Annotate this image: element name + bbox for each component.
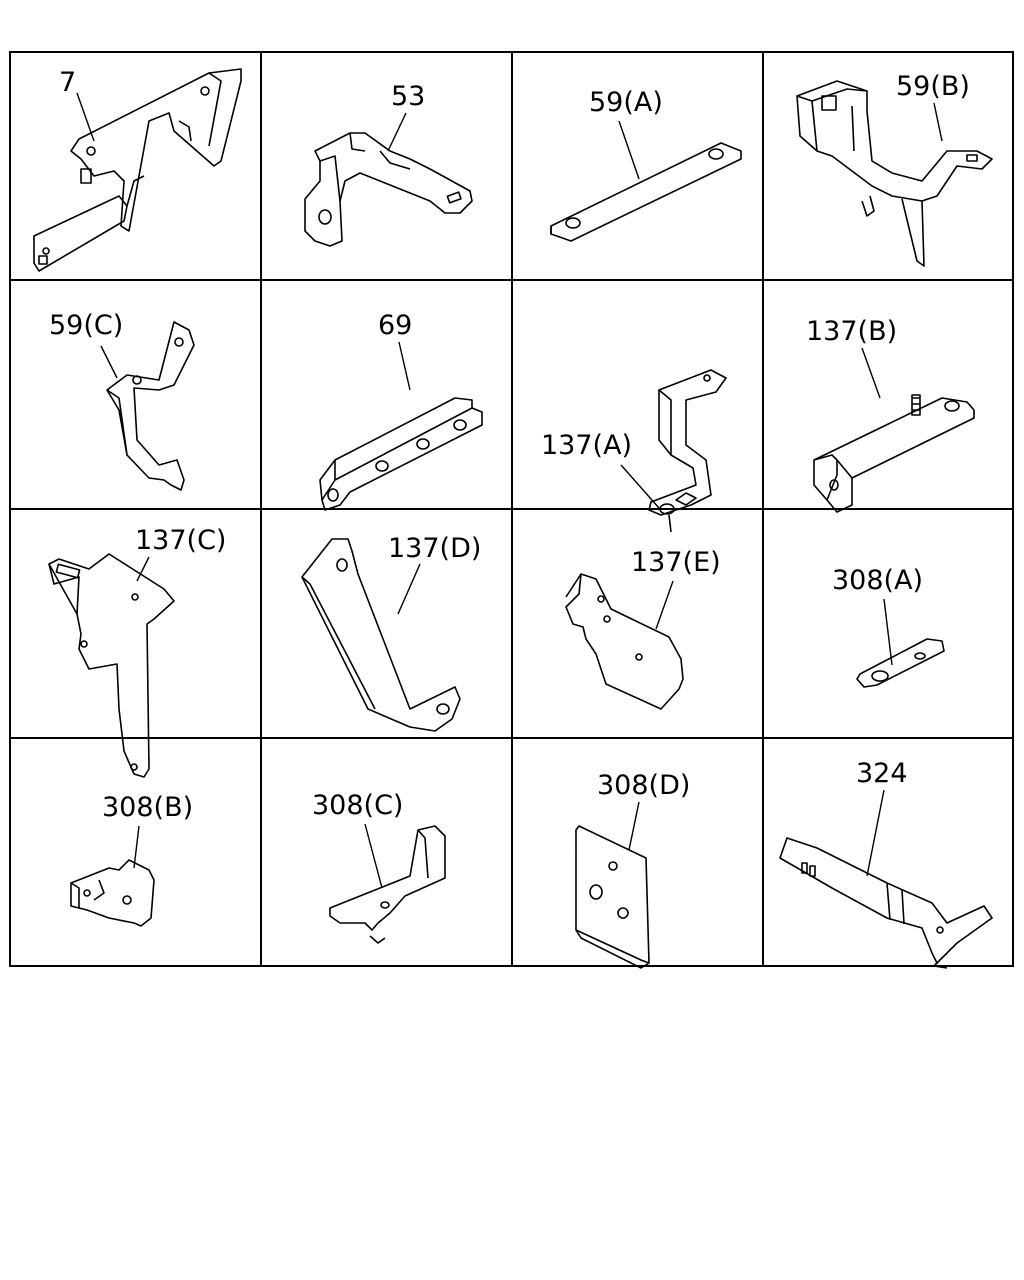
bracket-324-drawing xyxy=(779,789,993,969)
bracket-308C-drawing xyxy=(329,823,446,944)
part-label: 137(D) xyxy=(388,533,482,564)
part-cell-137B: 137(B) xyxy=(762,280,1013,513)
part-cell-137D: 137(D) xyxy=(260,509,511,738)
part-label: 308(B) xyxy=(102,792,194,823)
part-cell-7: 7 xyxy=(9,51,260,280)
part-label: 7 xyxy=(59,67,77,98)
part-cell-324: 324 xyxy=(762,738,1013,969)
bracket-137E-drawing xyxy=(565,573,684,710)
bracket-7-drawing xyxy=(33,68,242,272)
bracket-308D-drawing xyxy=(575,801,650,969)
bracket-59A-drawing xyxy=(550,120,742,242)
bracket-308B-drawing xyxy=(70,825,155,927)
part-label: 53 xyxy=(391,81,426,112)
part-label: 137(C) xyxy=(135,525,227,556)
bracket-308A-drawing xyxy=(856,598,945,688)
bracket-137D-drawing xyxy=(301,538,461,732)
part-label: 59(B) xyxy=(896,71,970,102)
part-cell-308C: 308(C) xyxy=(260,738,511,967)
part-cell-308B: 308(B) xyxy=(9,738,260,967)
part-cell-53: 53 xyxy=(260,51,511,280)
part-label: 59(C) xyxy=(49,310,124,341)
part-cell-59A: 59(A) xyxy=(511,51,762,280)
bracket-137B-drawing xyxy=(813,347,975,513)
part-cell-308D: 308(D) xyxy=(511,738,762,969)
part-label: 324 xyxy=(856,758,908,789)
bracket-137C-drawing xyxy=(48,553,175,778)
part-cell-137E: 137(E) xyxy=(511,509,762,738)
bracket-59C-drawing xyxy=(100,321,195,491)
part-cell-137A: 137(A) xyxy=(511,280,762,533)
part-cell-137C: 137(C) xyxy=(9,509,260,778)
part-label: 308(D) xyxy=(597,770,691,801)
bracket-53-drawing xyxy=(304,112,473,247)
bracket-69-drawing xyxy=(319,341,483,511)
part-cell-59C: 59(C) xyxy=(9,280,260,509)
part-label: 137(E) xyxy=(631,547,721,578)
part-cell-69: 69 xyxy=(260,280,511,511)
grid-lines xyxy=(9,51,1014,967)
parts-grid: 7 53 59(A) xyxy=(9,51,1014,969)
part-label: 308(A) xyxy=(832,565,924,596)
bracket-137A-drawing xyxy=(620,369,727,533)
bracket-59B-drawing xyxy=(796,80,993,267)
part-label: 308(C) xyxy=(312,790,404,821)
part-label: 69 xyxy=(378,310,413,341)
part-cell-308A: 308(A) xyxy=(762,509,1013,738)
part-label: 137(B) xyxy=(806,316,898,347)
part-cell-59B: 59(B) xyxy=(762,51,1013,280)
part-label: 137(A) xyxy=(541,430,633,461)
part-label: 59(A) xyxy=(589,87,663,118)
